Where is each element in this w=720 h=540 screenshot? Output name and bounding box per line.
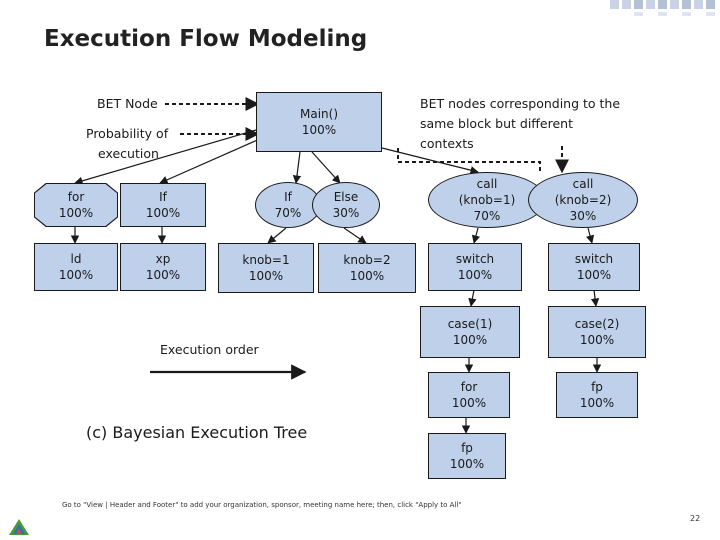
case1-node-name: case(1): [447, 316, 493, 331]
switch-node-1-name: switch: [455, 251, 495, 266]
xp-node: xp 100%: [120, 243, 206, 291]
bet-nodes-note-line1: BET nodes corresponding to the: [420, 96, 621, 111]
main-node: Main() 100%: [256, 92, 382, 152]
if-70-node-prob: 70%: [274, 206, 302, 220]
call-knob1-node: call(knob=1) 70%: [428, 172, 546, 228]
knob2-node-name: knob=2: [343, 252, 391, 267]
call-knob2-sub: (knob=2): [554, 192, 612, 207]
fp-node-1: fp 100%: [428, 433, 506, 479]
execution-order-label: Execution order: [160, 342, 259, 357]
else-node: Else 30%: [312, 182, 380, 228]
probability-label-line2: execution: [98, 146, 159, 161]
bet-node-label: BET Node: [97, 96, 158, 111]
call-knob1-sub: (knob=1): [458, 192, 516, 207]
corner-squares-decoration: [610, 0, 715, 16]
ld-node: ld 100%: [34, 243, 118, 291]
call-knob2-prob: 30%: [569, 209, 597, 224]
xp-node-prob: 100%: [145, 268, 181, 282]
case2-node: case(2) 100%: [548, 306, 646, 358]
slide-title: Execution Flow Modeling: [44, 26, 368, 52]
case2-node-prob: 100%: [579, 333, 615, 347]
knob2-node-prob: 100%: [349, 269, 385, 283]
logo-icon: [9, 519, 29, 535]
for-node-2-prob: 100%: [451, 396, 487, 410]
main-node-prob: 100%: [301, 123, 337, 137]
ld-node-name: ld: [70, 251, 82, 266]
else-node-prob: 30%: [332, 206, 360, 220]
for-node-prob: 100%: [58, 206, 94, 220]
footer-note: Go to "View | Header and Footer" to add …: [62, 501, 462, 509]
for-node: for 100%: [35, 184, 117, 226]
fp-node-2-prob: 100%: [579, 396, 615, 410]
knob1-node: knob=1 100%: [218, 243, 314, 293]
case1-node: case(1) 100%: [420, 306, 520, 358]
probability-label-line1: Probability of: [86, 126, 169, 141]
case1-node-prob: 100%: [452, 333, 488, 347]
contexts-dashed-arrow-left: [397, 148, 541, 172]
knob2-node: knob=2 100%: [318, 243, 416, 293]
else-node-name: Else: [333, 189, 359, 204]
if-70-node-name: If: [284, 189, 292, 204]
fp-node-1-prob: 100%: [449, 457, 485, 471]
bet-nodes-note-line3: contexts: [420, 136, 474, 151]
for-node-2-name: for: [460, 379, 478, 394]
page-number: 22: [690, 514, 701, 523]
switch-node-2-name: switch: [574, 251, 614, 266]
call-knob1-prob: 70%: [473, 209, 501, 224]
fp-node-1-name: fp: [461, 440, 473, 455]
call-knob1-name: call: [476, 176, 498, 191]
call-knob2-name: call: [572, 176, 594, 191]
figure-caption: (c) Bayesian Execution Tree: [86, 423, 308, 442]
call-knob2-node: call(knob=2) 30%: [528, 172, 638, 228]
knob1-node-prob: 100%: [248, 269, 284, 283]
if-node-name: If: [159, 189, 167, 204]
switch-node-1-prob: 100%: [457, 268, 493, 282]
if-node-prob: 100%: [145, 206, 181, 220]
knob1-node-name: knob=1: [242, 252, 290, 267]
for-node-name: for: [67, 189, 85, 204]
case2-node-name: case(2): [574, 316, 620, 331]
for-node-2: for 100%: [428, 372, 510, 418]
switch-node-1: switch 100%: [428, 243, 522, 291]
ld-node-prob: 100%: [58, 268, 94, 282]
xp-node-name: xp: [155, 251, 171, 266]
switch-node-2: switch 100%: [548, 243, 640, 291]
bet-nodes-note-line2: same block but different: [420, 116, 573, 131]
if-node: If 100%: [120, 183, 206, 227]
switch-node-2-prob: 100%: [576, 268, 612, 282]
fp-node-2: fp 100%: [556, 372, 638, 418]
main-node-name: Main(): [299, 106, 338, 121]
fp-node-2-name: fp: [591, 379, 603, 394]
